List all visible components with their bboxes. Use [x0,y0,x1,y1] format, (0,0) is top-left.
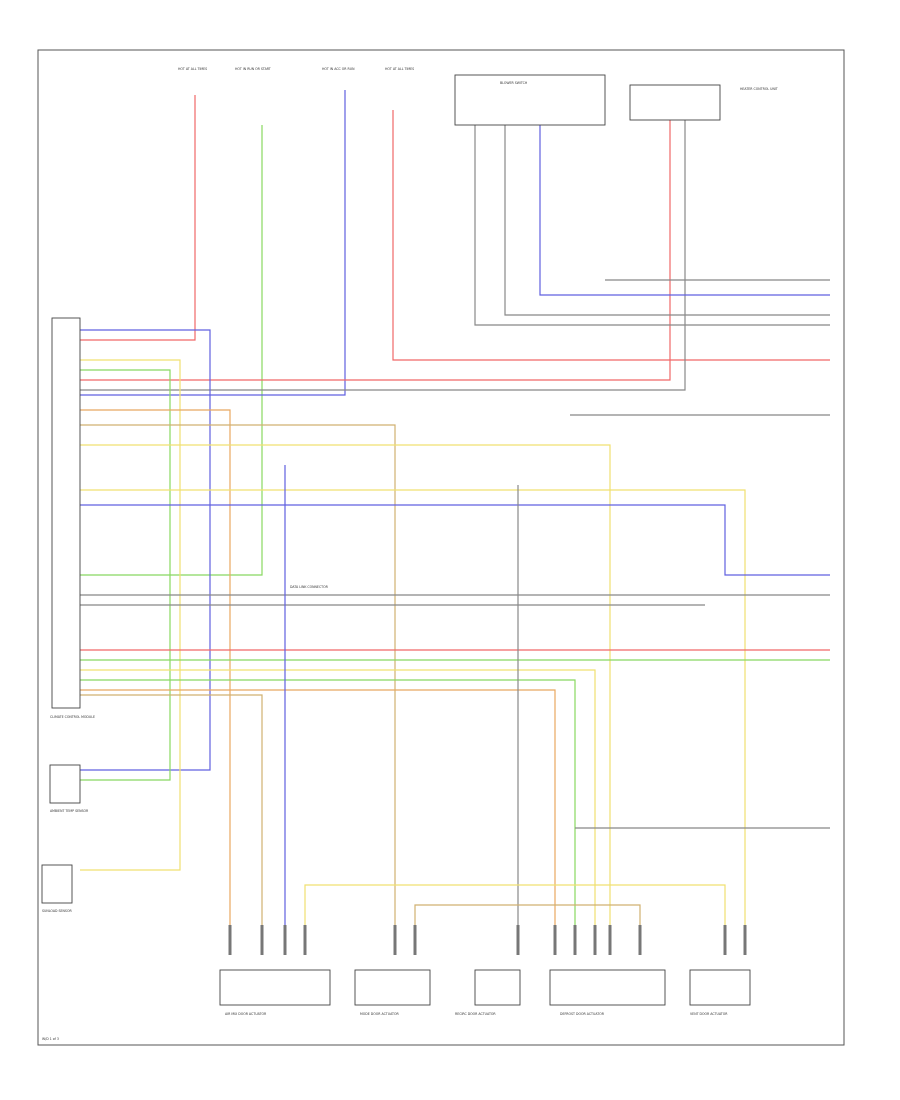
connector-stub-2 [260,925,264,955]
wire-1 [80,95,196,341]
wire-12 [80,329,211,771]
connector-stub-11 [608,925,612,955]
actuator-label-2: MODE DOOR ACTUATOR [360,1012,399,1016]
actuator-label-4: DEFROST DOOR ACTUATOR [560,1012,605,1016]
wire-18 [80,489,746,950]
footer-code: W/D 1 of 3 [42,1037,59,1041]
heater-control-label: HEATER CONTROL UNIT [740,87,778,91]
connector-stub-10 [593,925,597,955]
wire-13 [80,359,181,871]
wire-9 [504,120,830,316]
heater-control-box [629,84,721,121]
diagram-border [37,49,845,1046]
data-link-label: DATA LINK CONNECTOR [290,585,329,589]
wire-26 [80,689,556,950]
connector-stub-12 [638,925,642,955]
actuator-box-5 [689,969,751,1006]
connector-stub-5 [393,925,397,955]
actuator-box-4 [549,969,666,1006]
climate-control-label: CLIMATE CONTROL MODULE [50,715,95,719]
connector-stub-1 [228,925,232,955]
wire-7 [539,120,830,296]
wire-2 [80,125,263,576]
connector-stub-14 [743,925,747,955]
top-fuse-label-1: HOT AT ALL TIMES [178,67,207,71]
ambient-sensor-label: AMBIENT TEMP SENSOR [50,809,89,813]
ambient-sensor-box [49,764,81,804]
wire-31 [304,884,726,950]
connector-stub-9 [573,925,577,955]
wire-32 [414,904,641,950]
wire-3 [80,90,346,396]
connector-stub-13 [723,925,727,955]
wire-5 [80,120,671,381]
sunload-sensor-box [41,864,73,904]
blower-switch-box [454,74,606,126]
wire-16 [80,424,396,950]
actuator-label-5: VENT DOOR ACTUATOR [690,1012,728,1016]
wire-19 [80,504,830,576]
blower-switch-label: BLOWER SWITCH [500,81,528,85]
wire-25 [80,679,576,950]
connector-stub-7 [516,925,520,955]
wire-14 [80,369,171,781]
climate-control-module [51,317,81,709]
wire-17 [80,444,611,950]
top-fuse-label-3: HOT IN ACC OR RUN [322,67,355,71]
connector-stub-4 [303,925,307,955]
wire-24 [80,669,596,950]
wire-15 [80,409,231,950]
top-fuse-label-2: HOT IN RUN OR START [235,67,271,71]
actuator-box-2 [354,969,431,1006]
connector-stub-3 [283,925,287,955]
connector-stub-8 [553,925,557,955]
wire-group [80,90,830,955]
wire-6 [80,120,686,391]
top-fuse-label-4: HOT AT ALL TIMES [385,67,414,71]
wire-8 [474,120,830,326]
actuator-box-3 [474,969,521,1006]
actuator-label-1: AIR MIX DOOR ACTUATOR [225,1012,267,1016]
wire-4 [392,110,830,361]
connector-stub-6 [413,925,417,955]
wire-27 [80,694,263,950]
actuator-box-1 [219,969,331,1006]
sunload-sensor-label: SUNLOAD SENSOR [42,909,72,913]
actuator-label-3: RECIRC DOOR ACTUATOR [455,1012,496,1016]
